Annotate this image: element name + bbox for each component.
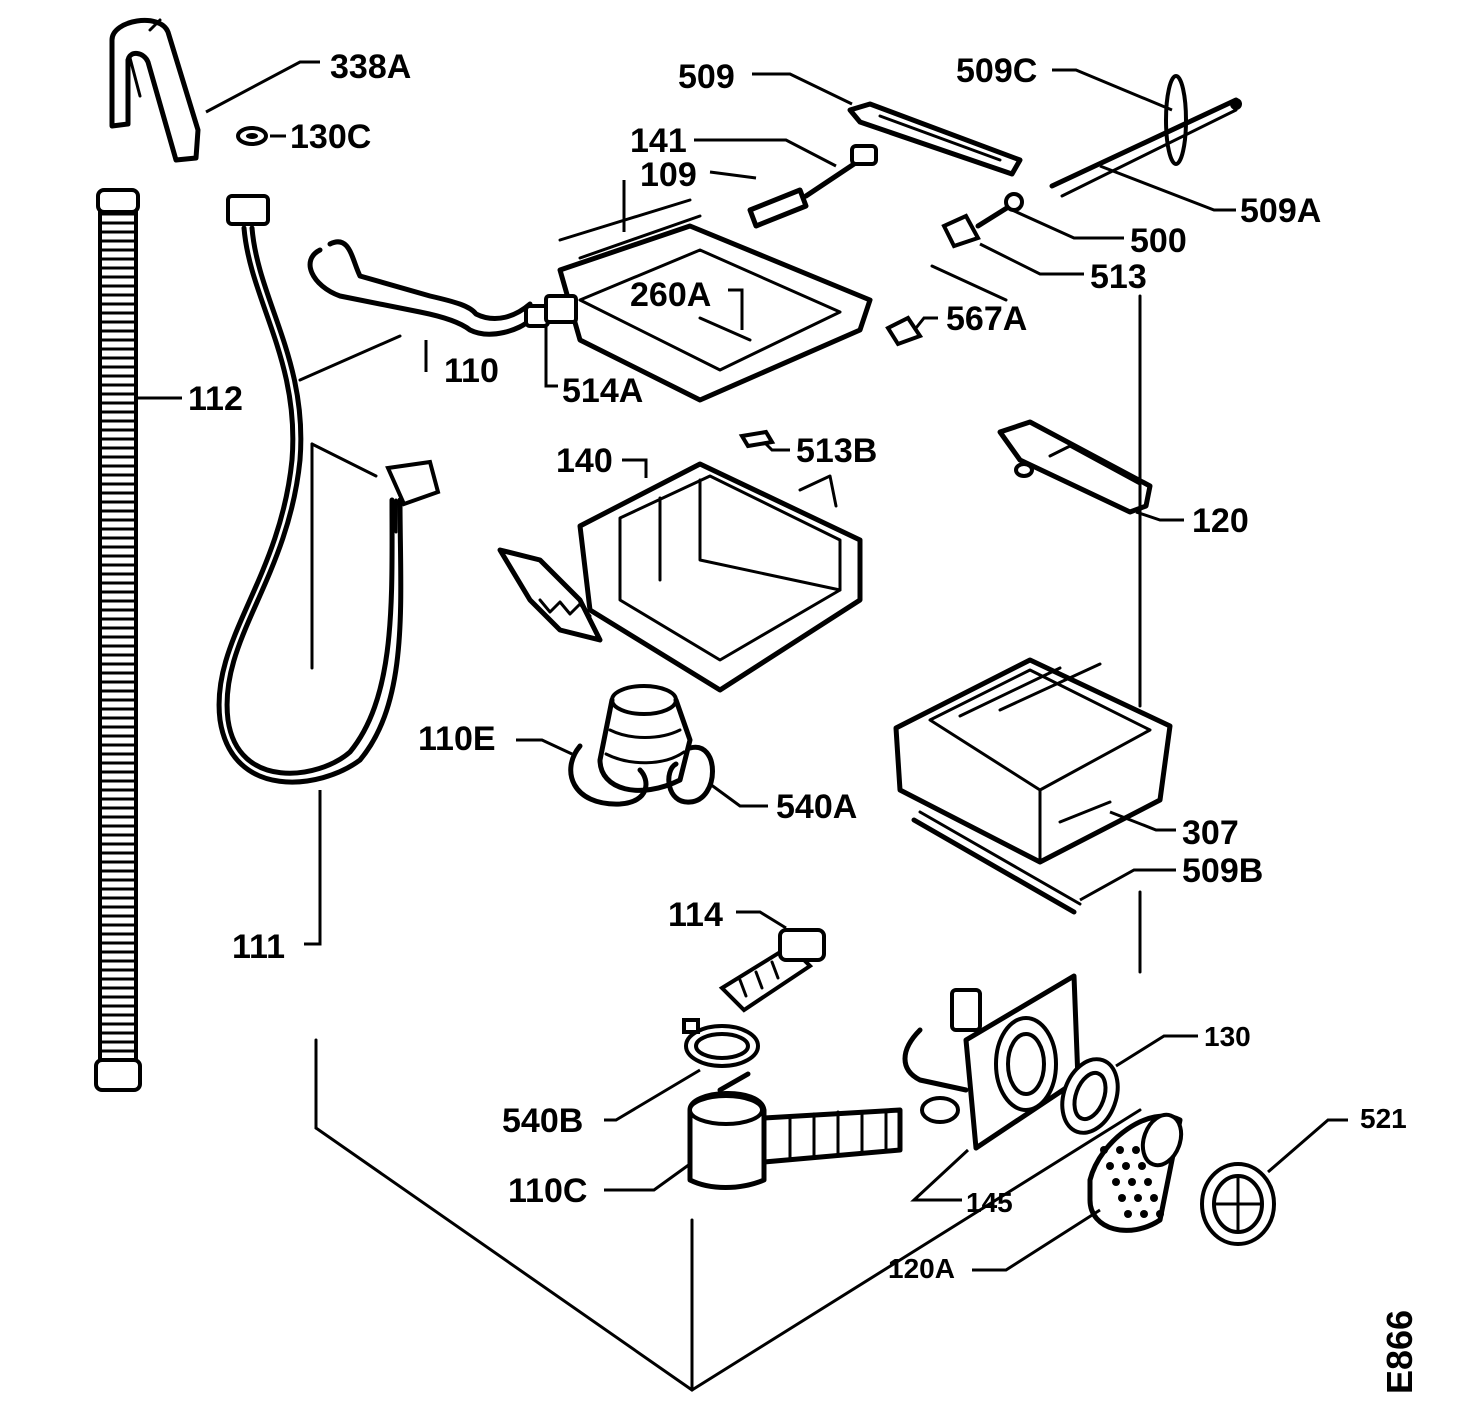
label-114: 114: [668, 896, 723, 934]
dispenser-housing-part: [497, 461, 863, 693]
label-521: 521: [1360, 1103, 1407, 1134]
drawer-307-part: [893, 657, 1173, 865]
label-513b: 513B: [796, 432, 877, 470]
label-513: 513: [1090, 258, 1147, 296]
pressure-switch-part: [718, 928, 826, 1013]
part-labels: 338A 130C 509 509C 141 109 509A 500 513 …: [188, 48, 1420, 1394]
label-130: 130: [1204, 1021, 1251, 1052]
label-111: 111: [232, 928, 285, 966]
inlet-hose-part: [216, 194, 441, 785]
clamp-540a-part: [666, 744, 715, 805]
label-509b: 509B: [1182, 852, 1263, 890]
label-338a: 338A: [330, 48, 411, 86]
label-509a: 509A: [1240, 192, 1321, 230]
drain-hose-part: [94, 188, 142, 1092]
label-112: 112: [188, 380, 243, 418]
label-120: 120: [1192, 502, 1249, 540]
bellows-110e-part: [568, 684, 693, 807]
label-307: 307: [1182, 814, 1239, 852]
label-145: 145: [966, 1187, 1013, 1218]
connecting-hose-part: [307, 239, 533, 337]
clamp-540b-part: [682, 1018, 760, 1068]
spring-rod-part: [1049, 74, 1242, 198]
pump-hose-part: [687, 1071, 903, 1190]
pump-body-part: [902, 973, 1081, 1151]
switch-500-part: [941, 192, 1024, 249]
cover-plate-part: [997, 419, 1153, 515]
label-130c: 130C: [290, 118, 371, 156]
label-509c: 509C: [956, 52, 1037, 90]
hose-hook-part: [109, 17, 201, 163]
label-260a: 260A: [630, 276, 711, 314]
label-140: 140: [556, 442, 613, 480]
label-540b: 540B: [502, 1102, 583, 1140]
lever-509-part: [847, 101, 1023, 177]
leader-lines: [138, 60, 1348, 1272]
label-110c: 110C: [508, 1172, 587, 1210]
diagram-code: E866: [1379, 1310, 1420, 1394]
connector-514a-part: [524, 294, 578, 328]
seal-130-part: [1060, 1057, 1120, 1135]
label-540a: 540A: [776, 788, 857, 826]
label-141: 141: [630, 122, 687, 160]
label-514a: 514A: [562, 372, 643, 410]
cabinet-outline: [298, 264, 1142, 1392]
top-frame-part: [557, 198, 873, 403]
label-110: 110: [444, 352, 499, 390]
guide-rod-part: [911, 810, 1082, 915]
label-500: 500: [1130, 222, 1187, 260]
label-109: 109: [640, 156, 697, 194]
clip-567a-part: [885, 315, 924, 347]
filter-120a-part: [1087, 1112, 1184, 1233]
washer-130c-part: [236, 126, 268, 146]
filter-cap-521-part: [1200, 1162, 1276, 1246]
label-110e: 110E: [418, 720, 496, 758]
plunger-141-part: [747, 144, 878, 229]
label-567a: 567A: [946, 300, 1027, 338]
label-120a: 120A: [888, 1253, 955, 1284]
label-509: 509: [678, 58, 735, 96]
